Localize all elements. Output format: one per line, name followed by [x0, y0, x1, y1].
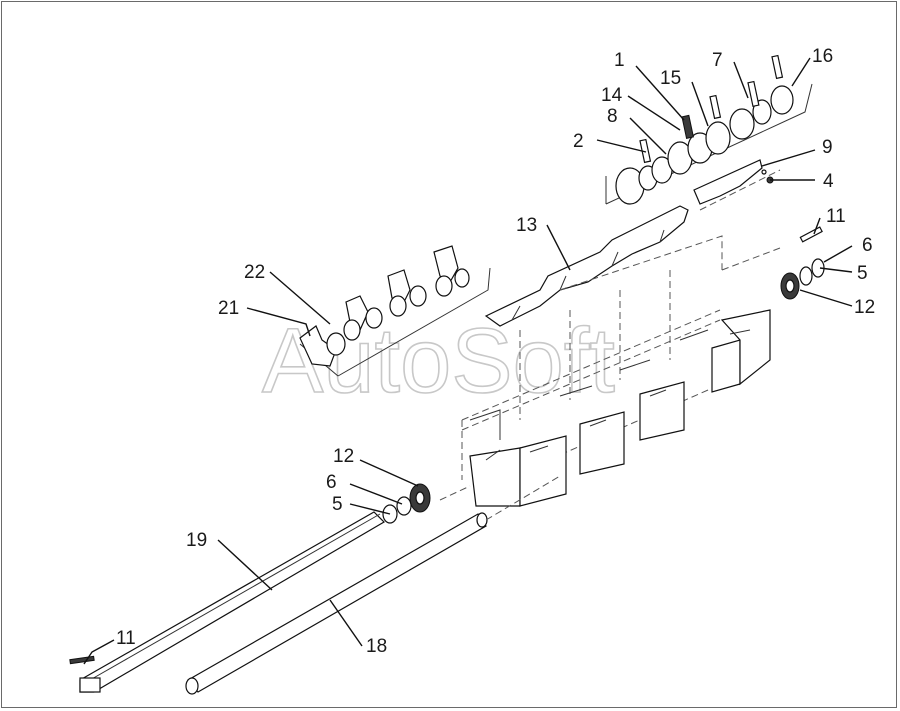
- callout-14: 14: [601, 85, 623, 106]
- callout-19: 19: [186, 530, 207, 551]
- callout-11-left: 11: [116, 628, 136, 649]
- callout-1: 1: [614, 50, 625, 71]
- callout-12-right: 12: [854, 297, 875, 318]
- housing-blocks: [461, 235, 781, 507]
- left-assembly: [299, 245, 491, 377]
- callout-9: 9: [822, 137, 833, 158]
- callout-16: 16: [812, 46, 833, 67]
- callout-15: 15: [660, 68, 681, 89]
- callout-21: 21: [218, 298, 239, 319]
- callout-8: 8: [607, 106, 618, 127]
- callout-13: 13: [516, 215, 537, 236]
- callout-12-left: 12: [333, 446, 354, 467]
- callout-labels: 1 2 4 5 5 6 6 7 8 9 11 11 12 12 13 14 15…: [116, 46, 875, 657]
- callout-22: 22: [244, 262, 265, 283]
- callout-4: 4: [823, 171, 834, 192]
- callout-11-right: 11: [826, 206, 846, 227]
- callout-7: 7: [712, 50, 723, 71]
- callout-18: 18: [366, 636, 387, 657]
- bolts: [639, 54, 784, 164]
- callout-6-right: 6: [862, 235, 873, 256]
- upper-right-assembly: [605, 54, 813, 205]
- callout-2: 2: [573, 131, 584, 152]
- shaft-18: [185, 512, 488, 695]
- leader-lines: [83, 57, 853, 665]
- guide-plate-13: [484, 205, 689, 327]
- right-bearing-group: [780, 226, 825, 300]
- callout-6-left: 6: [326, 472, 337, 493]
- left-bearing-group: [382, 483, 431, 524]
- sprocket-stack: [615, 85, 794, 205]
- shaft-19: [69, 511, 385, 693]
- callout-5-right: 5: [857, 263, 868, 284]
- callout-5-left: 5: [332, 494, 343, 515]
